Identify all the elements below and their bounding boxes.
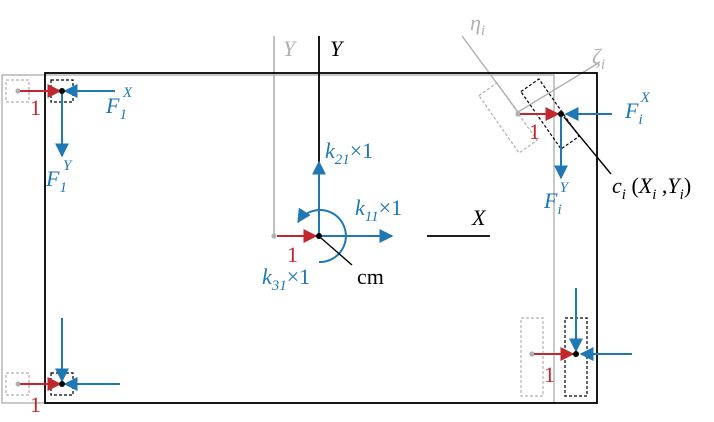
wall-point-bottom-left [59, 381, 65, 387]
ghost-y-axis-label: Y [283, 36, 298, 61]
unit-displacement-bottom-right: 1 [544, 362, 555, 387]
wall-point-i [558, 111, 564, 117]
wall-point-bottom-right [573, 351, 579, 357]
ghost-point-bottom-right [529, 351, 535, 357]
ci-leader [563, 116, 612, 175]
eta-label: ηi [470, 10, 485, 39]
ghost-wall-bottom-right [520, 317, 544, 397]
eta-axis [461, 35, 519, 113]
F1X-label: F1X [105, 85, 133, 123]
FiY-label: FiY [543, 180, 570, 218]
cm-label: cm [357, 264, 384, 289]
ci-label: ci (Xi ,Yi) [612, 173, 691, 203]
moment-arrow-k31 [297, 207, 347, 264]
k31-label: k31×1 [262, 264, 310, 294]
unit-displacement-bottom-left: 1 [30, 392, 41, 417]
cm-leader [320, 237, 353, 266]
ghost-wall-bottom-left [5, 372, 30, 396]
slab-outline [44, 72, 598, 404]
x-axis-label: X [471, 205, 487, 230]
ghost-point-i [515, 111, 521, 117]
k11-label: k11×1 [355, 195, 402, 225]
FiX-label: FiX [624, 90, 651, 128]
ghost-cm-point [271, 233, 277, 239]
unit-displacement-top-left: 1 [30, 95, 41, 120]
cm-point [316, 233, 322, 239]
zeta-label: ζi [592, 44, 605, 73]
zeta-axis [517, 61, 601, 113]
ghost-wall-top-left [5, 79, 30, 103]
wall-point-top-left [59, 88, 65, 94]
y-axis-label: Y [330, 36, 345, 61]
k21-label: k21×1 [325, 138, 373, 168]
F1Y-label: F1Y [45, 158, 73, 196]
ghost-point-bottom-left [15, 381, 21, 387]
unit-displacement-i: 1 [529, 119, 540, 144]
ghost-point-top-left [15, 88, 21, 94]
unit-displacement-center: 1 [287, 242, 298, 267]
ghost-slab-outline [1, 74, 555, 404]
